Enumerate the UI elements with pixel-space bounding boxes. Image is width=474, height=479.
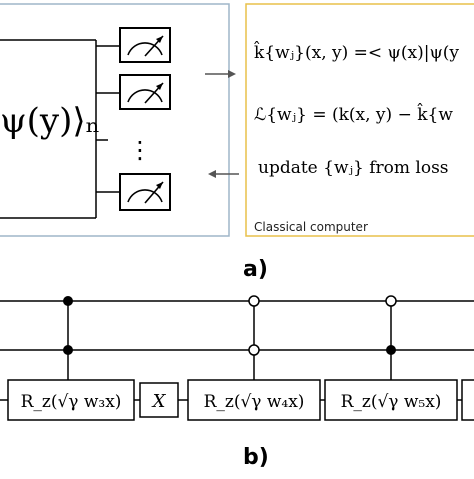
control-dot-open xyxy=(248,295,260,307)
gate-label: R_z(√γ w₃x) xyxy=(21,392,122,412)
arrow-right-icon xyxy=(205,70,236,78)
measurement-meter-icon xyxy=(119,74,171,110)
ellipsis: ⋮ xyxy=(128,136,152,164)
classical-caption: Classical computer xyxy=(254,220,368,234)
control-dot-filled xyxy=(63,345,73,355)
panel-a-label: a) xyxy=(243,257,268,282)
rz-gate-partial xyxy=(461,379,474,421)
update-rule: update {wⱼ} from loss xyxy=(258,158,449,178)
gate-label: R_z(√γ w₄x) xyxy=(204,392,305,412)
loss-formula: ℒ{wⱼ} = (k(x, y) − k̂{w xyxy=(254,103,453,125)
rz-gate: R_z(√γ w₅x) xyxy=(324,379,458,421)
x-gate: X xyxy=(139,382,179,418)
kernel-estimate-formula: k̂{wⱼ}(x, y) =< ψ(x)|ψ(y xyxy=(254,41,459,63)
control-dot-open xyxy=(248,344,260,356)
measurement-meter-icon xyxy=(119,173,171,211)
state-label: ψ(y)⟩ₙ xyxy=(0,101,100,141)
rz-gate: R_z(√γ w₃x) xyxy=(7,379,135,421)
control-dot-filled xyxy=(386,345,396,355)
gate-label: X xyxy=(151,391,167,412)
measurement-meter-icon xyxy=(119,27,171,63)
rz-gate: R_z(√γ w₄x) xyxy=(187,379,321,421)
control-dot-filled xyxy=(63,296,73,306)
classical-box xyxy=(245,3,474,237)
panel-b-label: b) xyxy=(243,445,269,470)
quantum-box xyxy=(0,3,230,237)
gate-label: R_z(√γ w₅x) xyxy=(341,392,442,412)
control-dot-open xyxy=(385,295,397,307)
arrow-left-icon xyxy=(208,170,239,178)
